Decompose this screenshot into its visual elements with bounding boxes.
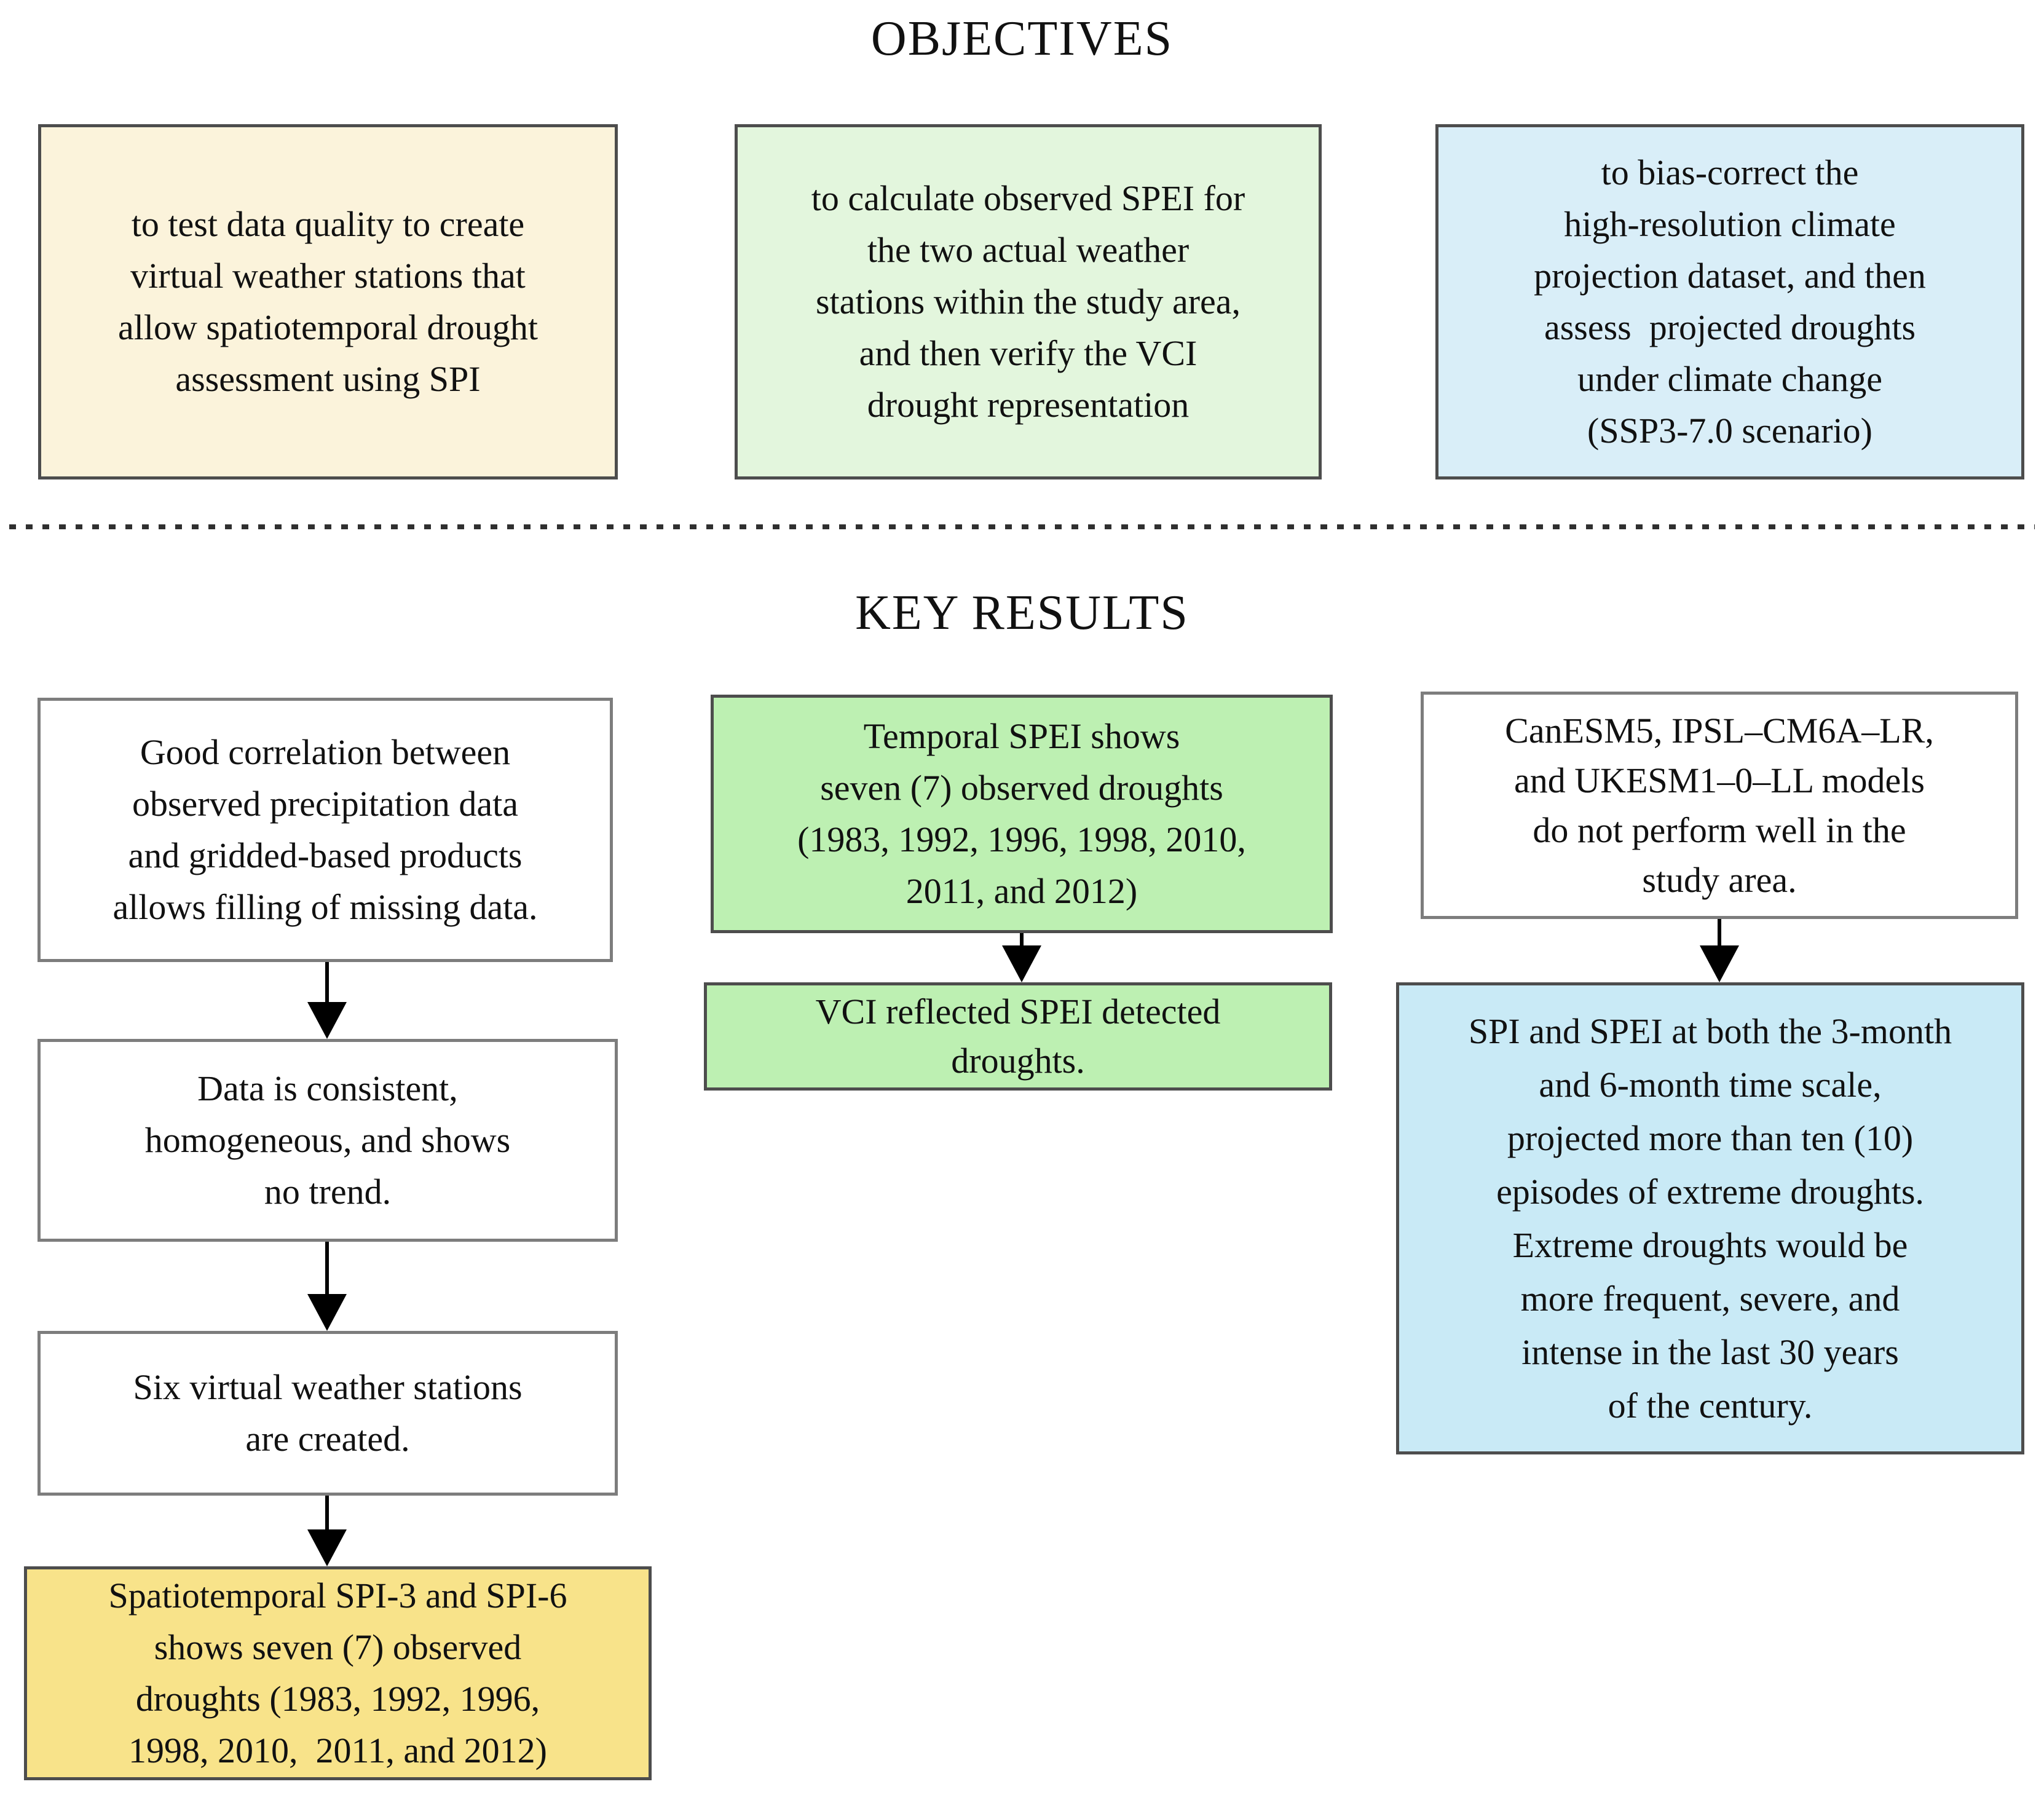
down-arrow-icon bbox=[307, 1242, 347, 1331]
arrow-head bbox=[307, 1002, 347, 1039]
objective-box-spi-text: to test data quality to create virtual w… bbox=[118, 203, 538, 400]
down-arrow-icon bbox=[1700, 919, 1739, 982]
objective-box-spei-vci: to calculate observed SPEI for the two a… bbox=[735, 124, 1322, 479]
objective-box-spi: to test data quality to create virtual w… bbox=[38, 124, 618, 479]
objective-box-spei-vci-text: to calculate observed SPEI for the two a… bbox=[811, 178, 1245, 425]
down-arrow-icon bbox=[307, 962, 347, 1039]
result-box-models-performance: CanESM5, IPSL–CM6A–LR, and UKESM1–0–LL m… bbox=[1421, 692, 2018, 919]
result-box-spatiotemporal-spi: Spatiotemporal SPI-3 and SPI-6 shows sev… bbox=[24, 1566, 652, 1780]
result-box-consistency-text: Data is consistent, homogeneous, and sho… bbox=[144, 1068, 511, 1212]
result-box-virtual-stations: Six virtual weather stations are created… bbox=[37, 1331, 618, 1496]
result-box-projected-droughts-text: SPI and SPEI at both the 3-month and 6-m… bbox=[1468, 1011, 1952, 1426]
result-box-virtual-stations-text: Six virtual weather stations are created… bbox=[133, 1367, 523, 1459]
objective-box-bias-correction-text: to bias-correct the high-resolution clim… bbox=[1534, 152, 1926, 451]
result-box-vci-reflected-text: VCI reflected SPEI detected droughts. bbox=[815, 991, 1221, 1081]
down-arrow-icon bbox=[307, 1496, 347, 1566]
arrow-head bbox=[307, 1529, 347, 1566]
arrow-head bbox=[307, 1294, 347, 1331]
result-box-consistency: Data is consistent, homogeneous, and sho… bbox=[37, 1039, 618, 1242]
arrow-head bbox=[1002, 945, 1041, 982]
result-box-correlation-text: Good correlation between observed precip… bbox=[112, 732, 538, 928]
result-box-temporal-spei-text: Temporal SPEI shows seven (7) observed d… bbox=[797, 716, 1246, 912]
objectives-title: OBJECTIVES bbox=[870, 12, 1174, 66]
result-box-vci-reflected: VCI reflected SPEI detected droughts. bbox=[704, 982, 1332, 1091]
arrow-stem bbox=[325, 1496, 329, 1529]
arrow-stem bbox=[325, 1242, 329, 1294]
result-box-spatiotemporal-spi-text: Spatiotemporal SPI-3 and SPI-6 shows sev… bbox=[108, 1575, 567, 1771]
result-box-projected-droughts: SPI and SPEI at both the 3-month and 6-m… bbox=[1396, 982, 2024, 1454]
result-box-correlation: Good correlation between observed precip… bbox=[37, 698, 613, 962]
result-box-models-performance-text: CanESM5, IPSL–CM6A–LR, and UKESM1–0–LL m… bbox=[1505, 710, 1934, 901]
result-box-temporal-spei: Temporal SPEI shows seven (7) observed d… bbox=[711, 695, 1333, 933]
down-arrow-icon bbox=[1002, 933, 1041, 982]
arrow-stem bbox=[1020, 933, 1024, 945]
objective-box-bias-correction: to bias-correct the high-resolution clim… bbox=[1435, 124, 2024, 479]
key-results-title: KEY RESULTS bbox=[855, 586, 1189, 640]
arrow-stem bbox=[1718, 919, 1721, 945]
dashed-divider bbox=[9, 524, 2035, 529]
arrow-head bbox=[1700, 945, 1739, 982]
arrow-stem bbox=[325, 962, 329, 1002]
